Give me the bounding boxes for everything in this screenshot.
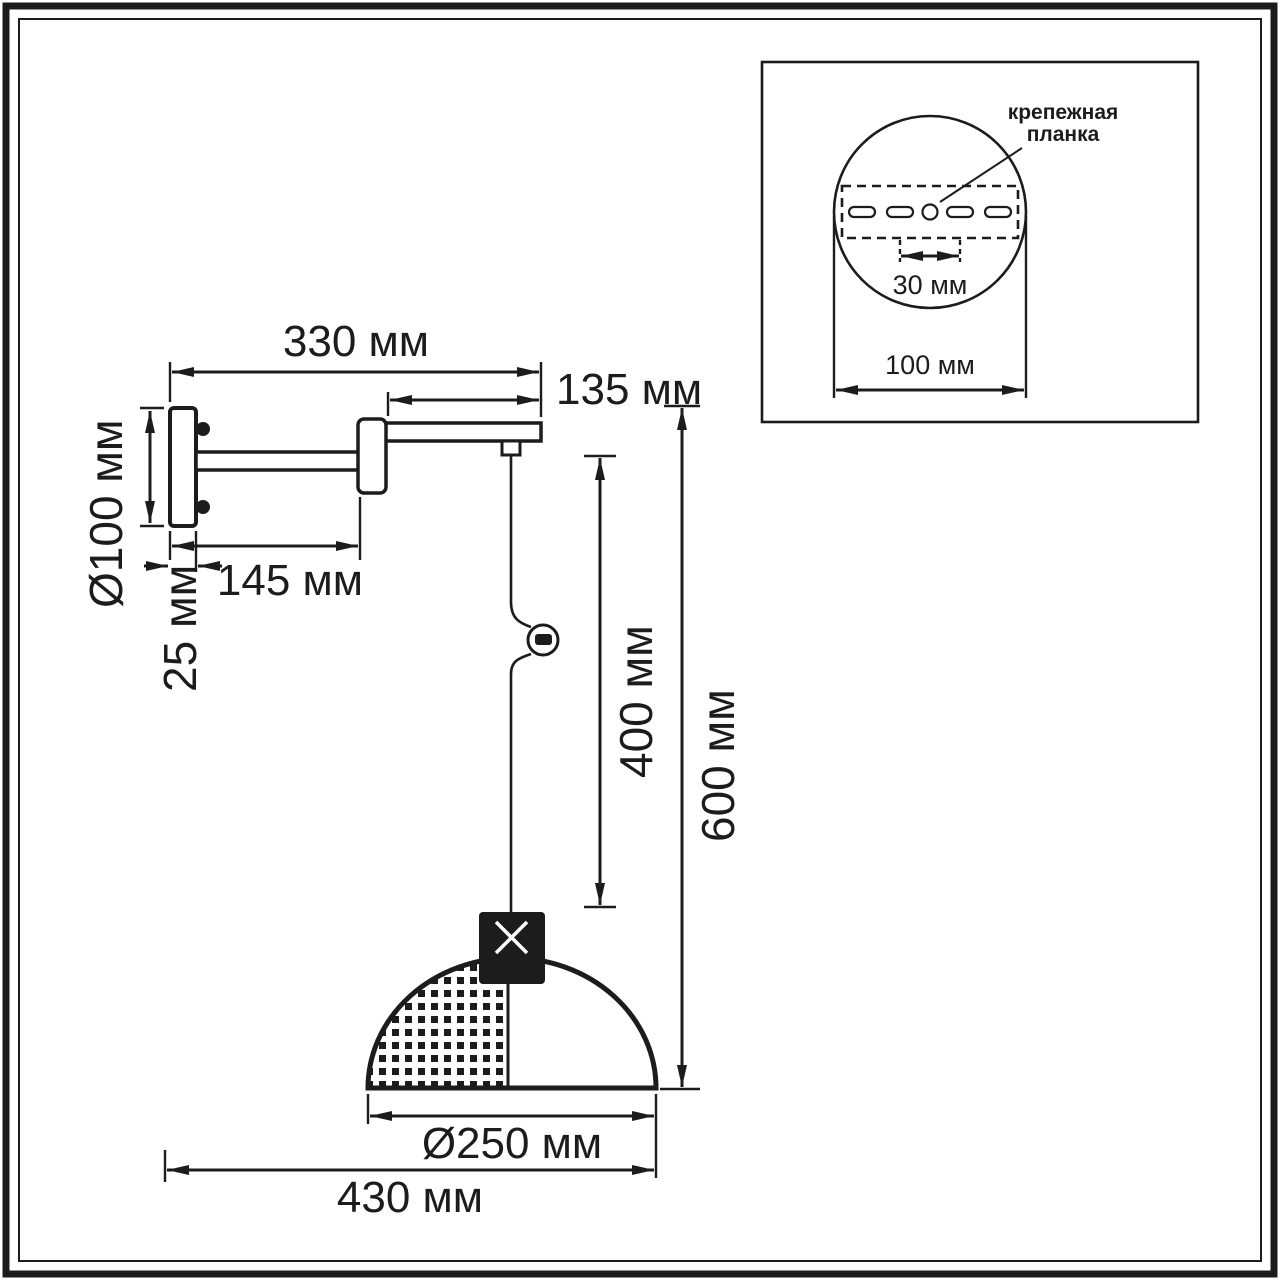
- dim-cord-length: 400 мм: [584, 454, 662, 909]
- dim-hole-spacing-label: 30 мм: [893, 270, 968, 300]
- mount-slot-4: [983, 205, 1013, 219]
- inner-frame: [18, 18, 1262, 1262]
- arm-upper-bar: [382, 421, 543, 443]
- arm-lower-bar: [194, 450, 368, 472]
- dim-base-diameter-label: Ø100 мм: [80, 419, 132, 608]
- wall-plate-body: [168, 406, 198, 528]
- dim-base-depth: 25 мм: [144, 531, 222, 692]
- dim-arm-back-label: 145 мм: [217, 556, 363, 605]
- dim-arm-total-label: 330 мм: [283, 317, 429, 366]
- callout-label-line2: планка: [1027, 123, 1100, 146]
- dim-shade-diameter-label: Ø250 мм: [422, 1119, 602, 1168]
- callout-leader-line: [939, 147, 1023, 203]
- cord-loop-out: [509, 652, 532, 675]
- dim-plate-width-label: 100 мм: [885, 350, 975, 380]
- dim-arm-total: 330 мм: [168, 317, 543, 417]
- dim-base-diameter: Ø100 мм: [80, 406, 164, 608]
- dim-arm-back: 145 мм: [168, 497, 363, 605]
- socket-screw-x2: [494, 920, 529, 955]
- swing-arm: [194, 417, 543, 495]
- cord-adjuster-clamp: [535, 634, 552, 645]
- lamp-shade: [365, 912, 659, 1091]
- mount-inset: крепежная планка 30 мм 100 мм: [760, 60, 1200, 424]
- wall-plate-screw-top: [196, 422, 210, 436]
- mount-slot-2: [885, 205, 915, 219]
- inset-box: [760, 60, 1200, 424]
- dim-shade-diameter: Ø250 мм: [366, 1094, 658, 1178]
- dim-cord-length-label: 400 мм: [610, 625, 662, 778]
- dim-hole-spacing: 30 мм: [893, 240, 968, 300]
- fixture-drawing: [168, 406, 659, 1091]
- wall-plate-screw-bottom: [196, 500, 210, 514]
- callout-label-line1: крепежная: [1008, 101, 1119, 124]
- dim-base-depth-label: 25 мм: [154, 565, 206, 692]
- dim-plate-width: 100 мм: [832, 216, 1028, 398]
- mount-center-hole: [921, 203, 939, 221]
- arm-hinge: [356, 417, 388, 495]
- mount-base-circle: [832, 114, 1028, 310]
- cord-loop-in: [509, 601, 532, 629]
- cord-hanger-fitting: [500, 439, 522, 457]
- mount-slot-1: [847, 205, 877, 219]
- dim-total-reach: 430 мм: [163, 1150, 654, 1222]
- dimensions: 330 мм 135 мм Ø100 мм 145 мм 25 мм: [80, 317, 744, 1222]
- dim-total-drop: 600 мм: [660, 404, 744, 1091]
- mount-slot-3: [945, 205, 975, 219]
- mount-bar-outline: [840, 184, 1020, 240]
- mount-callout: крепежная планка: [939, 101, 1119, 203]
- dim-total-drop-label: 600 мм: [692, 689, 744, 842]
- shade-socket-block: [479, 912, 545, 984]
- dim-total-reach-label: 430 мм: [337, 1173, 483, 1222]
- suspension-cord: [509, 452, 560, 918]
- mount-bar: [840, 184, 1020, 240]
- wall-plate: [168, 406, 210, 528]
